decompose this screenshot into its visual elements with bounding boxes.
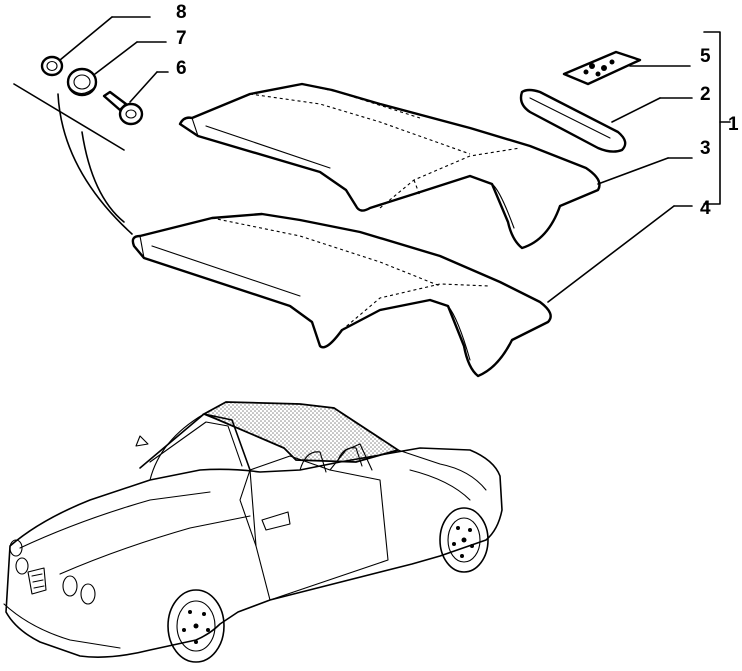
callout-5: 5 [700, 46, 711, 67]
part-4-hardtop-lining [131, 212, 552, 378]
part-8-ring [40, 55, 64, 77]
part-2-rear-window [519, 88, 627, 153]
car-hardtop-highlight [201, 401, 401, 463]
part-3-hardtop-shell [178, 82, 601, 250]
part-5-fastener-kit [562, 50, 642, 86]
leader-4 [547, 205, 675, 303]
reference-line-outer [57, 93, 133, 235]
callout-4: 4 [700, 198, 711, 219]
callout-2: 2 [700, 84, 711, 105]
callout-1: 1 [728, 114, 739, 135]
leader-6 [129, 71, 158, 103]
assembly-bracket [703, 31, 721, 205]
leader-3 [597, 157, 669, 185]
part-6-pin [102, 90, 144, 126]
car-illustration [3, 401, 503, 663]
leader-2 [611, 97, 661, 123]
callout-6: 6 [176, 58, 187, 79]
part-7-grommet [66, 67, 98, 97]
callout-3: 3 [700, 138, 711, 159]
reference-line-upper [13, 83, 125, 151]
callout-7: 7 [176, 28, 187, 49]
leader-7 [94, 41, 138, 75]
reference-line-curve [81, 131, 125, 223]
leader-8 [59, 16, 113, 61]
callout-8: 8 [176, 2, 187, 23]
